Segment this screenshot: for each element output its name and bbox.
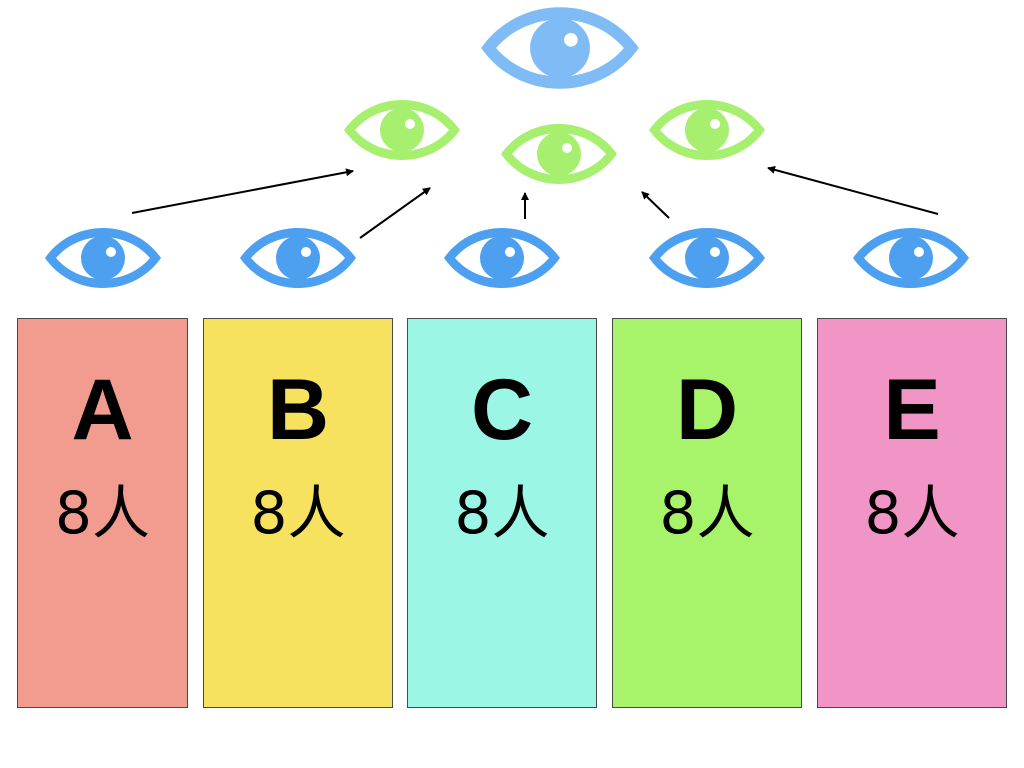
group-box-d: D 8人	[612, 318, 802, 708]
group-member-count: 8人	[55, 479, 150, 547]
group-letter: E	[883, 362, 941, 458]
group-box-b: B 8人	[203, 318, 393, 708]
middle-eye-icon	[649, 100, 765, 160]
bottom-eye-icon	[649, 228, 765, 288]
group-box-e: E 8人	[817, 318, 1007, 708]
bottom-eye-icon	[45, 228, 161, 288]
bottom-eye-icon	[240, 228, 356, 288]
arrow	[641, 191, 670, 219]
arrow	[131, 168, 354, 214]
group-member-count: 8人	[659, 479, 755, 547]
group-letter: C	[470, 362, 534, 458]
top-eye-icon	[481, 7, 639, 89]
bottom-eye-icon	[853, 228, 969, 288]
group-letter: A	[71, 362, 134, 458]
middle-eye-icon	[344, 100, 460, 160]
group-member-count: 8人	[454, 479, 550, 547]
middle-eye-icon	[501, 124, 617, 184]
group-member-count: 8人	[864, 479, 960, 547]
arrow	[767, 165, 939, 215]
group-member-count: 8人	[250, 479, 346, 547]
arrow	[359, 187, 431, 239]
group-letter: B	[266, 362, 330, 458]
group-letter: D	[675, 362, 739, 458]
group-box-a: A 8人	[17, 318, 188, 708]
group-box-c: C 8人	[407, 318, 597, 708]
bottom-eye-icon	[444, 228, 560, 288]
